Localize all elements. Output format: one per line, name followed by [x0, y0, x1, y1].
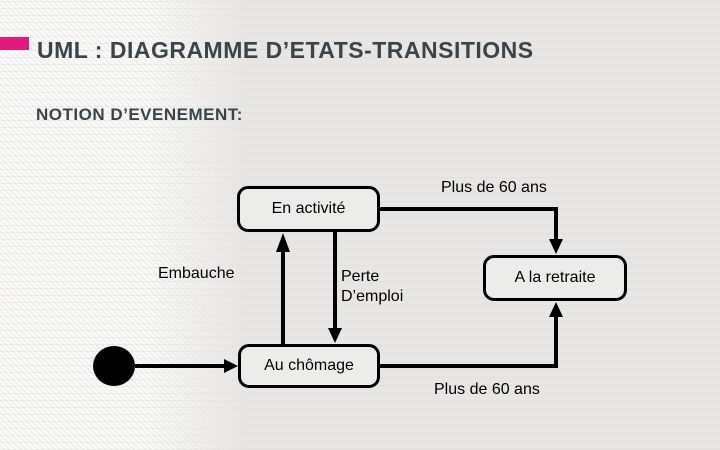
slide-title: UML : DIAGRAMME D’ETATS-TRANSITIONS [37, 37, 534, 63]
transition-label-perte-demploi: Perte D’emploi [341, 268, 404, 305]
background-texture [0, 0, 248, 450]
state-label: En activité [271, 200, 346, 217]
transition-arrow-en-activite-to-a-la-retraite [379, 207, 563, 254]
transition-label-embauche: Embauche [158, 265, 235, 282]
state-label: A la retraite [514, 269, 596, 286]
slide-subtitle: NOTION D’EVENEMENT: [36, 105, 243, 124]
state-en-activite: En activité [237, 186, 380, 232]
state-a-la-retraite: A la retraite [483, 255, 627, 301]
transition-arrow-initial-to-au-chomage [135, 359, 238, 373]
title-accent-bar [0, 37, 29, 50]
state-label: Au chômage [264, 357, 354, 374]
transition-arrow-au-chomage-to-a-la-retraite [379, 302, 563, 368]
transition-label-plus-de-60-ans-top: Plus de 60 ans [441, 179, 547, 196]
initial-state-circle [93, 346, 135, 386]
transition-arrow-en-activite-to-au-chomage [328, 231, 342, 343]
state-au-chomage: Au chômage [238, 344, 380, 388]
transition-arrow-au-chomage-to-en-activite [276, 233, 290, 344]
transition-label-plus-de-60-ans-bottom: Plus de 60 ans [434, 381, 540, 398]
